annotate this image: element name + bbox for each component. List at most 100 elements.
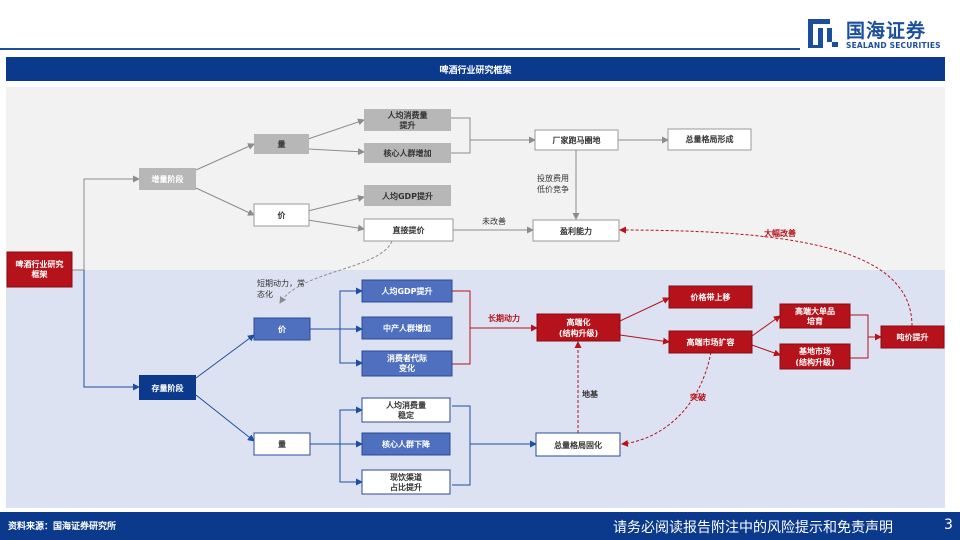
label-long-term-driver: 长期动力 [488, 313, 520, 323]
node-premiumization [536, 313, 621, 342]
header-divider [0, 48, 800, 50]
node-volume-low-label: 量 [278, 439, 286, 449]
edge-volume-core-pop [307, 148, 365, 156]
edge-growth-price [195, 187, 255, 216]
label-not-improved: 未改善 [482, 216, 506, 226]
node-generation-change-l2: 变化 [399, 363, 415, 373]
node-growth-stage [139, 168, 196, 190]
label-greatly-improved: 大幅改善 [764, 228, 796, 238]
node-per-capita-up-l1: 人均消费量 [388, 110, 428, 120]
node-base-market-sub: (结构升级) [795, 357, 834, 367]
node-land-grab-label: 厂家跑马圈地 [553, 135, 601, 145]
node-core-pop-increase [364, 143, 451, 163]
edge-direct-to-stock-price [279, 240, 393, 304]
node-middle-class-label: 中产人群增加 [383, 323, 431, 333]
framework-diagram: 啤酒行业研究框架 增量阶段 量 价 人均消费量 提升 核心人群增加 人均GDP提… [6, 87, 945, 508]
node-premiumization-label: 高端化 [567, 317, 591, 327]
edge-premium-expand [619, 334, 670, 345]
node-premium-big-item-l1: 高端大单品 [795, 306, 835, 316]
page-title: 啤酒行业研究框架 [6, 57, 945, 81]
node-pattern-forming-label: 总量格局形成 [686, 134, 734, 144]
node-profitability-label: 盈利能力 [559, 226, 592, 236]
bracket-volume-factors [452, 405, 471, 486]
node-price-low-label: 价 [278, 325, 287, 334]
node-core-pop-decline-label: 核心人群下降 [382, 439, 431, 449]
node-middle-class [361, 316, 453, 340]
node-gdp-lower [361, 279, 453, 303]
node-per-capita-stable [361, 397, 451, 423]
brand-name-cn: 国海证券 [846, 20, 927, 42]
edge-root-stock [83, 270, 140, 391]
label-investment-cost: 投放费用 [537, 173, 569, 183]
edge-price-gdp [307, 195, 365, 212]
edge-volume-group-landgrab [451, 117, 535, 154]
node-pattern-forming [667, 128, 752, 151]
node-ton-price-label: 吨价提升 [897, 332, 929, 342]
node-land-grab [534, 129, 619, 151]
label-foundation: 地基 [582, 389, 599, 399]
edge-growth-volume [195, 143, 255, 171]
node-growth-stage-label: 增量阶段 [152, 174, 184, 184]
brand-logo: 国海证券 SEALAND SECURITIES [806, 16, 956, 54]
node-premium-big-item [779, 303, 851, 329]
label-price-competition: 低价竞争 [537, 184, 569, 194]
page-number: 3 [944, 517, 953, 533]
footer-source: 资料来源：国海证券研究所 [8, 522, 117, 532]
node-per-capita-up [364, 109, 451, 131]
node-price-band-up-label: 价格带上移 [691, 292, 731, 302]
node-premium-big-item-l2: 培育 [807, 316, 823, 326]
node-volume-up-label: 量 [278, 139, 286, 149]
node-ton-price [880, 325, 945, 349]
edge-breakthrough [621, 351, 712, 447]
node-generation-change-l1: 消费者代际 [387, 353, 427, 363]
node-gdp-upper [364, 185, 451, 206]
node-stock-stage [139, 375, 196, 400]
node-volume-low [253, 432, 311, 456]
node-direct-price-label: 直接提价 [393, 225, 426, 235]
node-price-up [253, 203, 310, 227]
node-base-market-label: 基地市场 [798, 346, 831, 356]
edge-expand-bigitem [751, 315, 781, 337]
footer-bar: 资料来源：国海证券研究所 请务必阅读报告附注中的风险提示和免责声明 3 [0, 512, 960, 540]
node-gdp-upper-label: 人均GDP提升 [382, 191, 433, 201]
edge-to-ton-price [850, 314, 881, 359]
node-onpremise-channel-l2: 占比提升 [390, 482, 422, 492]
node-volume-up [254, 134, 309, 154]
node-onpremise-channel [361, 469, 451, 495]
edge-root-growth [72, 175, 140, 271]
node-stock-stage-label: 存量阶段 [151, 383, 184, 393]
node-price-up-label: 价 [278, 211, 287, 220]
node-generation-change [361, 350, 453, 377]
node-pattern-solidify [535, 432, 621, 457]
edge-price-direct [307, 219, 365, 232]
node-per-capita-stable-l2: 稳定 [398, 410, 414, 420]
edge-premium-priceband [619, 297, 670, 322]
node-premiumization-sub: (结构升级) [559, 328, 598, 338]
sealand-logo-icon [808, 19, 838, 48]
edge-stock-volume [195, 394, 255, 442]
label-normalized: 态化 [257, 289, 273, 299]
node-premium-expand-label: 高端市场扩容 [687, 337, 735, 347]
footer-disclaimer: 请务必阅读报告附注中的风险提示和免责声明 [613, 520, 893, 536]
node-price-band-up [668, 285, 753, 309]
edge-stock-price [195, 334, 255, 379]
edge-expand-base [751, 344, 781, 357]
node-profitability [532, 219, 620, 242]
node-root [6, 251, 73, 288]
label-short-term-driver: 短期动力，常 [257, 278, 305, 288]
node-per-capita-up-l2: 提升 [400, 120, 416, 130]
node-onpremise-channel-l1: 现饮渠道 [390, 472, 422, 482]
node-pattern-solidify-label: 总量格局固化 [554, 440, 602, 450]
node-root-label-1: 啤酒行业研究框架 [16, 259, 64, 279]
edge-greatly-improved [619, 226, 913, 327]
node-gdp-lower-label: 人均GDP提升 [381, 286, 432, 296]
node-price-low [253, 317, 311, 341]
node-premium-expand [668, 330, 753, 354]
node-per-capita-stable-l1: 人均消费量 [386, 400, 426, 410]
node-core-pop-increase-label: 核心人群增加 [384, 148, 432, 158]
label-breakthrough: 突破 [690, 392, 706, 402]
node-core-pop-decline [361, 432, 451, 456]
node-direct-price [363, 218, 454, 242]
edge-volume-per-capita [307, 118, 365, 140]
node-base-market [779, 343, 851, 370]
